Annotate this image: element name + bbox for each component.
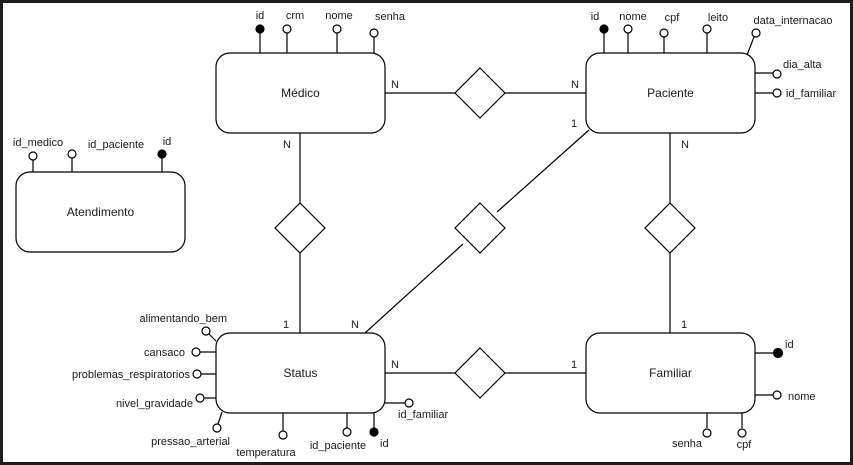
cardinality-label: N: [391, 359, 399, 371]
attribute-icon: [772, 390, 782, 400]
cardinality-label: 1: [681, 319, 687, 331]
attribute-icon: [278, 430, 288, 440]
attribute-icon: [751, 28, 761, 38]
attribute-label: problemas_respiratorios: [72, 369, 190, 381]
primary-key-icon: [772, 347, 784, 359]
attribute-label: cansaco: [144, 347, 185, 359]
entity-medico[interactable]: Médico id crm nome senha: [215, 10, 406, 134]
attribute-icon: [212, 423, 222, 433]
attribute-icon: [332, 24, 342, 34]
attribute-icon: [404, 398, 414, 408]
attribute-icon: [702, 428, 712, 438]
entity-name: Status: [283, 366, 317, 380]
entity-box[interactable]: [585, 332, 756, 414]
attribute-icon: [201, 326, 211, 336]
attribute-label: nivel_gravidade: [116, 398, 193, 410]
entity-box[interactable]: [15, 171, 186, 253]
attribute-icon: [702, 24, 712, 34]
relationship-lines: [299, 92, 671, 374]
primary-key-icon: [599, 24, 609, 34]
attribute-icon: [659, 28, 669, 38]
attribute-icon: [28, 151, 38, 161]
entity-status[interactable]: Status alimentando_bem cansaco problemas…: [72, 313, 448, 459]
attribute-label: id: [163, 136, 172, 148]
attribute-label: dia_alta: [783, 59, 822, 71]
attribute-label: senha: [375, 11, 406, 23]
entity-paciente[interactable]: Paciente id nome cpf leito data_internac…: [585, 11, 836, 134]
attribute-icon: [772, 88, 782, 98]
attribute-label: id: [256, 10, 265, 22]
entity-name: Familiar: [649, 366, 692, 380]
relationship-medico-paciente[interactable]: [454, 67, 506, 119]
entity-name: Paciente: [647, 86, 694, 100]
entity-box[interactable]: [215, 332, 386, 414]
attribute-label: id_paciente: [310, 440, 366, 452]
attribute-label: id_familiar: [786, 88, 836, 100]
attribute-icon: [342, 427, 352, 437]
attribute-label: alimentando_bem: [140, 313, 227, 325]
cardinality-label: N: [571, 79, 579, 91]
er-diagram: N N N 1 1 N N 1 N 1 Médico id crm nome s…: [13, 10, 837, 459]
primary-key-icon: [157, 149, 167, 159]
attribute-label: id: [785, 339, 794, 351]
attribute-label: temperatura: [236, 447, 296, 459]
relationship-medico-status[interactable]: [274, 202, 326, 254]
attribute-label: id_paciente: [88, 139, 144, 151]
attribute-label: nome: [619, 11, 647, 23]
cardinality-label: N: [681, 139, 689, 151]
attribute-icon: [282, 24, 292, 34]
attribute-label: cpf: [665, 12, 681, 24]
entity-name: Atendimento: [67, 205, 135, 219]
diagram-canvas: N N N 1 1 N N 1 N 1 Médico id crm nome s…: [3, 3, 850, 462]
attribute-icon: [369, 28, 379, 38]
entity-familiar[interactable]: Familiar id nome senha cpf: [585, 332, 816, 451]
attribute-label: id: [380, 438, 389, 450]
attribute-icon: [191, 347, 201, 357]
cardinality-label: 1: [283, 319, 289, 331]
attribute-label: id_medico: [13, 137, 63, 149]
cardinality-label: 1: [571, 118, 577, 130]
line-rel3-status: [364, 243, 464, 334]
entity-name: Médico: [281, 86, 320, 100]
attribute-label: pressao_arterial: [151, 436, 230, 448]
attribute-label: nome: [788, 391, 816, 403]
entity-atendimento[interactable]: Atendimento id_medico id_paciente id: [13, 136, 186, 253]
line-paciente-rel3: [496, 129, 590, 213]
attribute-icon: [67, 149, 77, 159]
attribute-label: cpf: [737, 439, 753, 451]
entity-box[interactable]: [215, 52, 386, 134]
attribute-label: crm: [286, 10, 304, 22]
attribute-label: leito: [708, 12, 728, 24]
cardinality-label: N: [391, 79, 399, 91]
primary-key-icon: [369, 427, 379, 437]
attribute-label: id_familiar: [398, 409, 448, 421]
cardinality-label: 1: [571, 359, 577, 371]
relationship-status-familiar[interactable]: [454, 347, 506, 399]
primary-key-icon: [255, 24, 265, 34]
relationship-paciente-familiar[interactable]: [644, 202, 696, 254]
attribute-label: data_internacao: [754, 15, 833, 27]
attribute-label: id: [591, 11, 600, 23]
cardinality-label: N: [351, 319, 359, 331]
relationship-paciente-status[interactable]: [454, 202, 506, 254]
attribute-icon: [192, 369, 202, 379]
entity-box[interactable]: [585, 52, 756, 134]
attribute-icon: [772, 69, 782, 79]
cardinality-label: N: [283, 139, 291, 151]
attribute-icon: [195, 393, 205, 403]
attribute-label: senha: [672, 438, 703, 450]
attribute-label: nome: [325, 10, 353, 22]
attribute-icon: [737, 428, 747, 438]
attribute-icon: [623, 24, 633, 34]
